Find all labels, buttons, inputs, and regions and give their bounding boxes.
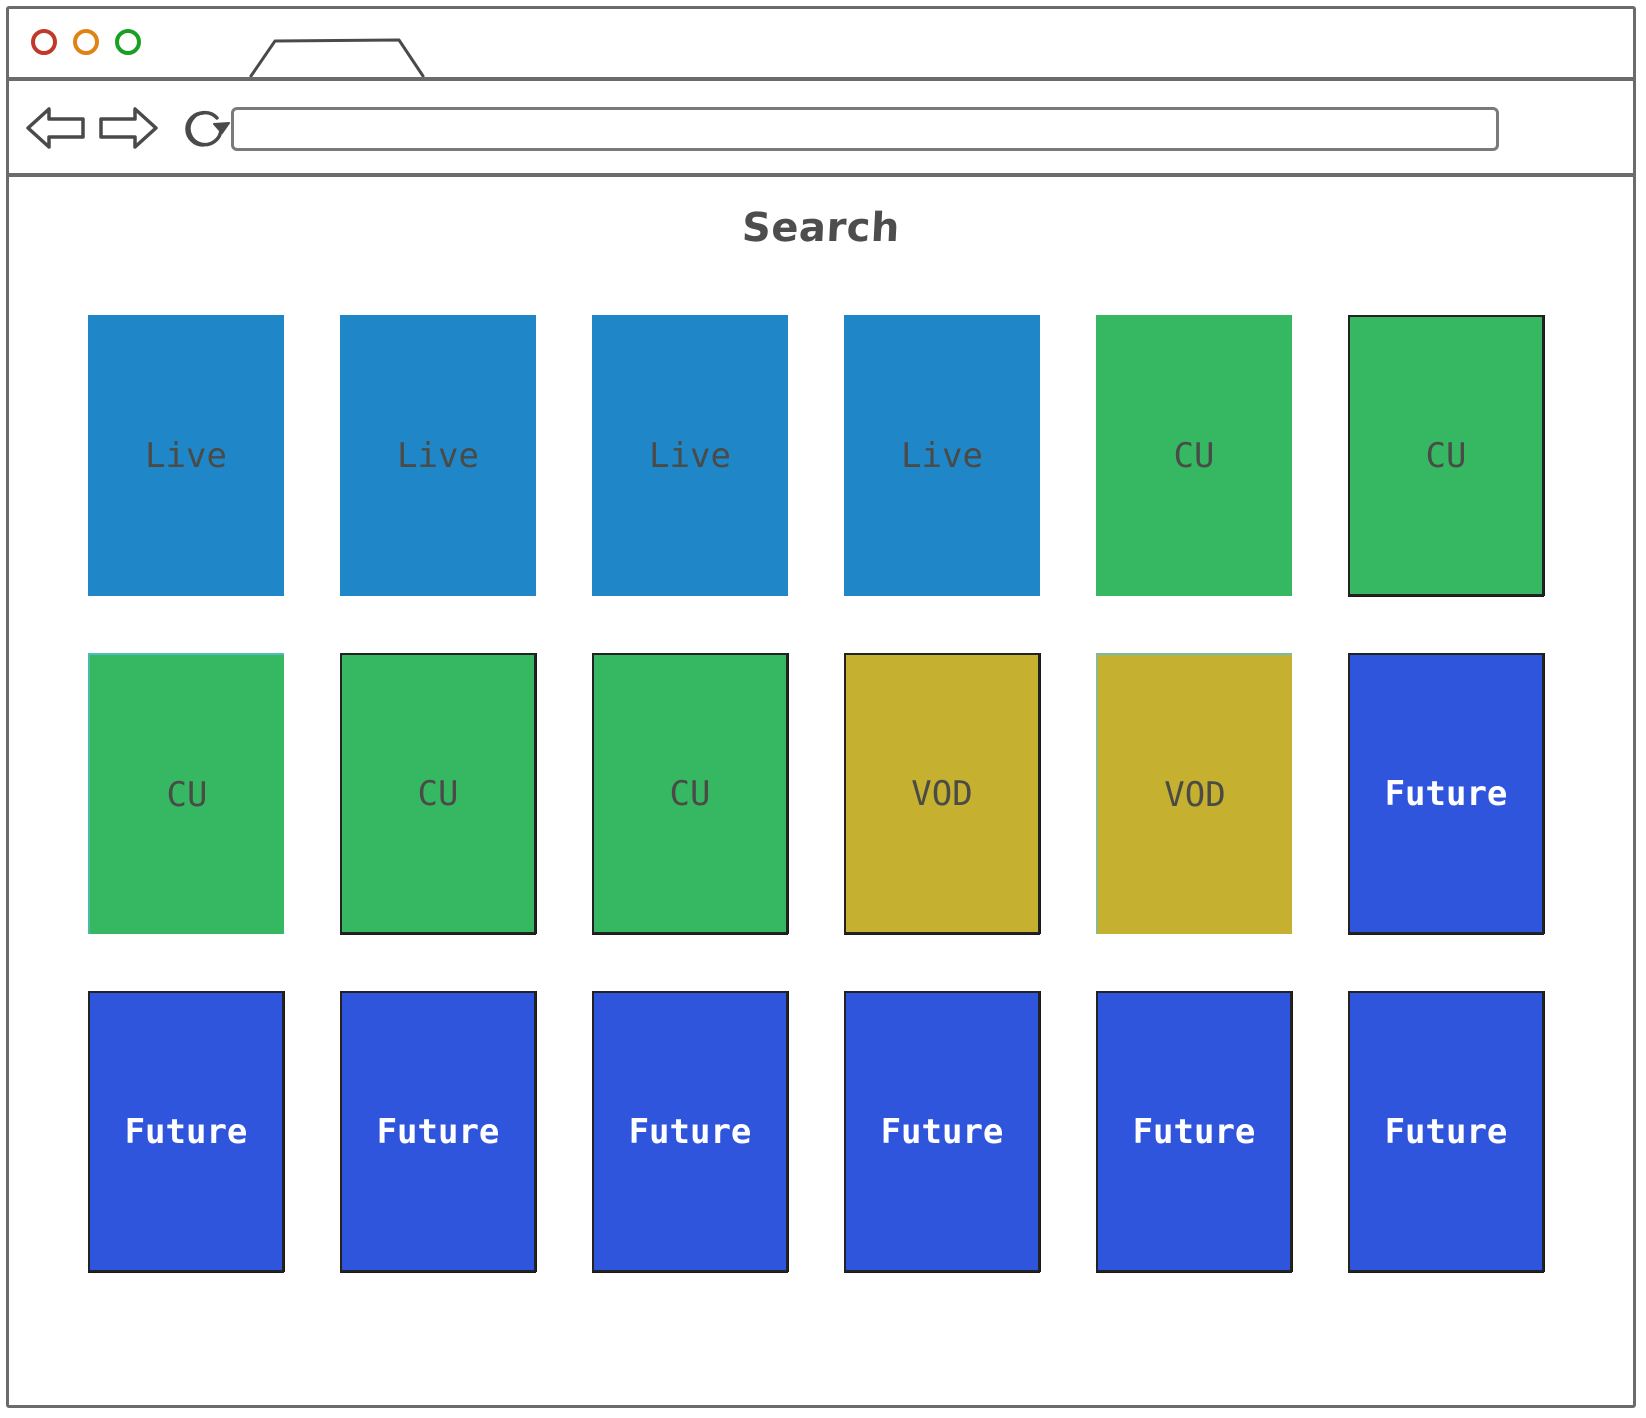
result-tile[interactable]: Live xyxy=(340,315,536,596)
result-tile-label: Future xyxy=(124,1111,248,1152)
result-tile[interactable]: Live xyxy=(844,315,1040,596)
result-tile-label: CU xyxy=(417,773,459,814)
result-tile[interactable]: Future xyxy=(1348,653,1544,934)
minimize-button[interactable] xyxy=(73,29,99,55)
result-tile-label: Future xyxy=(1384,1111,1508,1152)
result-tile-label: Future xyxy=(880,1111,1004,1152)
result-tile[interactable]: CU xyxy=(592,653,788,934)
result-tile-label: CU xyxy=(166,774,208,815)
result-tile-label: Live xyxy=(649,435,731,476)
result-tile-label: Live xyxy=(145,435,227,476)
result-tile[interactable]: Future xyxy=(88,991,284,1272)
result-tile-label: VOD xyxy=(911,773,973,814)
page-title: Search xyxy=(740,205,902,251)
result-tile[interactable]: CU xyxy=(340,653,536,934)
reload-icon[interactable] xyxy=(181,105,233,158)
result-tile[interactable]: CU xyxy=(1348,315,1544,596)
result-tile[interactable]: Live xyxy=(592,315,788,596)
result-tile-label: Future xyxy=(1384,773,1508,814)
url-input[interactable] xyxy=(231,107,1499,151)
result-tile-label: CU xyxy=(1425,435,1467,476)
browser-toolbar xyxy=(9,81,1633,177)
result-tile[interactable]: Future xyxy=(592,991,788,1272)
result-tile-label: Live xyxy=(901,435,983,476)
result-tile[interactable]: Future xyxy=(1348,991,1544,1272)
close-button[interactable] xyxy=(31,29,57,55)
window-controls xyxy=(31,29,141,55)
browser-title-bar xyxy=(9,9,1633,81)
result-tile[interactable]: VOD xyxy=(844,653,1040,934)
result-tile-label: VOD xyxy=(1164,774,1226,815)
result-tile[interactable]: CU xyxy=(88,653,284,934)
result-tile-label: Future xyxy=(376,1111,500,1152)
result-tile[interactable]: CU xyxy=(1096,315,1292,596)
result-tile[interactable]: VOD xyxy=(1096,653,1292,934)
result-tile[interactable]: Future xyxy=(1096,991,1292,1272)
browser-tab[interactable] xyxy=(249,37,425,77)
result-tile-label: CU xyxy=(669,773,711,814)
result-tile-label: Future xyxy=(1132,1111,1256,1152)
result-tile-label: Future xyxy=(628,1111,752,1152)
maximize-button[interactable] xyxy=(115,29,141,55)
forward-arrow-icon[interactable] xyxy=(97,103,159,158)
result-tile[interactable]: Future xyxy=(844,991,1040,1272)
result-tile-label: Live xyxy=(397,435,479,476)
result-tile[interactable]: Live xyxy=(88,315,284,596)
result-tile[interactable]: Future xyxy=(340,991,536,1272)
result-tile-label: CU xyxy=(1173,435,1215,476)
back-arrow-icon[interactable] xyxy=(25,103,87,158)
